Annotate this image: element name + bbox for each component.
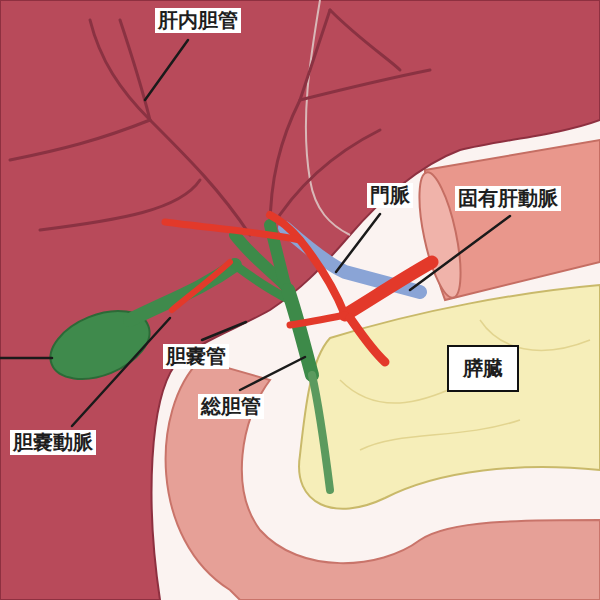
common-bile-duct-label: 総胆管 — [198, 394, 264, 419]
organ-name: 膵臓 — [463, 357, 503, 380]
pancreas-texture — [340, 320, 590, 450]
organ-name-box: 膵臓 — [447, 345, 519, 392]
cystic-artery-label: 胆嚢動脈 — [10, 430, 96, 455]
portal-vein-label: 門脈 — [367, 183, 413, 208]
hepatic-artery-label: 固有肝動脈 — [455, 186, 561, 211]
intrahepatic-duct-label: 肝内胆管 — [155, 8, 241, 33]
intrahepatic-ducts — [10, 10, 430, 235]
liver-fissure — [306, 0, 350, 235]
leader-lines — [0, 40, 510, 426]
cystic-duct-label: 胆嚢管 — [163, 344, 229, 369]
arteries — [165, 215, 432, 362]
